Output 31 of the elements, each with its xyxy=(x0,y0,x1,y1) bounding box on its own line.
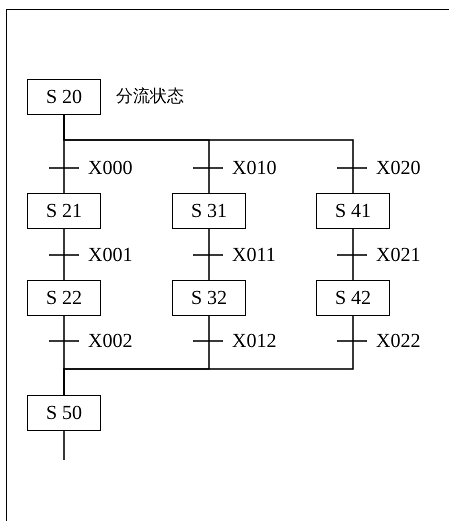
connector-line xyxy=(352,229,354,280)
step-box xyxy=(172,193,246,229)
edge-label: X002 xyxy=(88,331,132,351)
step-box xyxy=(27,395,101,431)
step-label: S 42 xyxy=(334,288,372,308)
connector-line xyxy=(63,431,65,460)
connector-line xyxy=(63,229,65,280)
step-label: S 22 xyxy=(46,288,82,308)
connector-line xyxy=(63,115,354,193)
edge-label: X020 xyxy=(376,158,420,178)
step-box xyxy=(316,280,390,316)
step-note: 分流状态 xyxy=(116,88,184,106)
edge-label: X000 xyxy=(88,158,132,178)
step-label: S 32 xyxy=(190,288,228,308)
edge-label: X001 xyxy=(88,245,132,265)
step-label: S 50 xyxy=(46,403,82,423)
connector-line xyxy=(208,229,210,280)
step-box xyxy=(172,280,246,316)
step-box xyxy=(27,280,101,316)
step-label: S 21 xyxy=(46,201,82,221)
edge-label: X010 xyxy=(232,158,276,178)
step-box xyxy=(27,193,101,229)
step-label: S 31 xyxy=(190,201,228,221)
step-label: S 20 xyxy=(46,87,82,107)
edge-label: X011 xyxy=(232,245,276,265)
edge-label: X012 xyxy=(232,331,276,351)
edge-label: X021 xyxy=(376,245,420,265)
step-label: S 41 xyxy=(334,201,372,221)
connector-line xyxy=(63,316,354,395)
edge-label: X022 xyxy=(376,331,420,351)
step-box xyxy=(316,193,390,229)
